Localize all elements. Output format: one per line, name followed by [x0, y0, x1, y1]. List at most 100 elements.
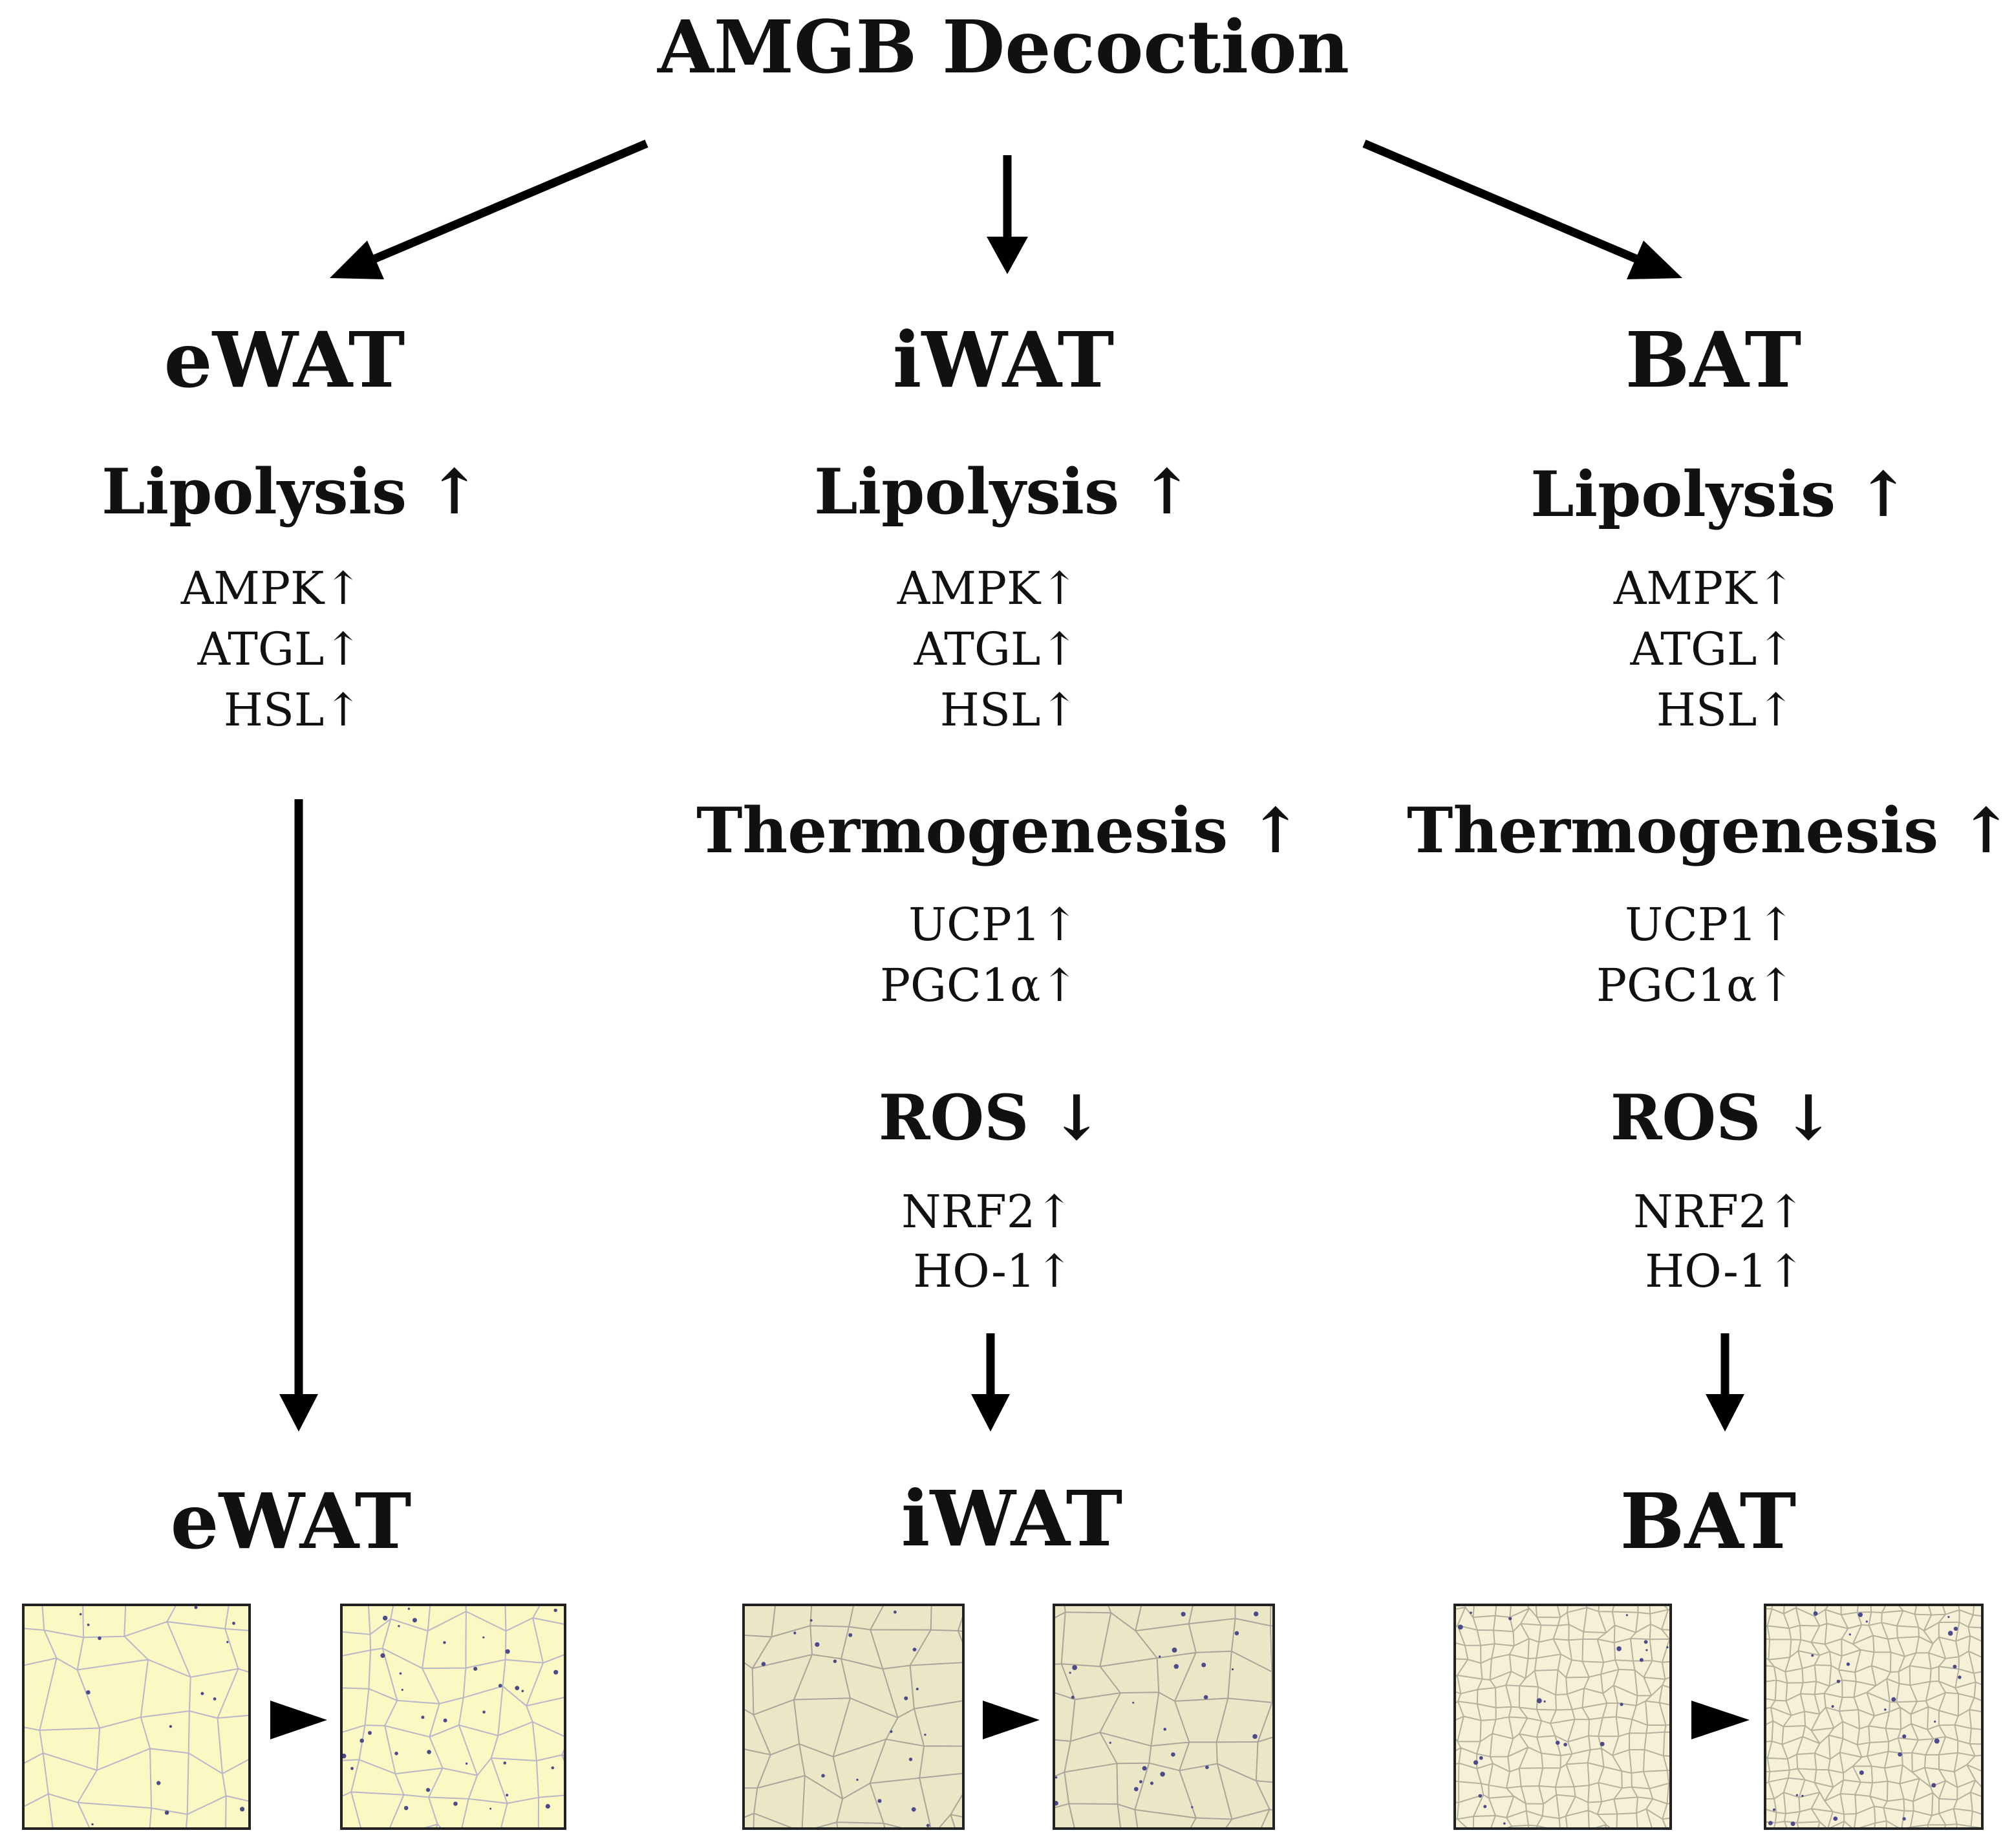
- nucleus-dot: [1173, 1664, 1179, 1669]
- marker-ampk-bat: AMPK↑: [1613, 562, 1795, 615]
- nucleus-dot: [86, 1690, 91, 1695]
- nucleus-dot: [1811, 1654, 1814, 1657]
- nucleus-dot: [473, 1666, 478, 1671]
- nucleus-dot: [213, 1697, 217, 1701]
- nucleus-dot: [916, 1688, 919, 1691]
- nucleus-dot: [515, 1686, 520, 1691]
- nucleus-dot: [924, 1734, 927, 1736]
- nucleus-dot: [1181, 1611, 1186, 1617]
- nucleus-dot: [551, 1766, 555, 1770]
- column-bat: BAT Lipolysis ↑ AMPK↑ ATGL↑ HSL↑ Thermog…: [1407, 315, 2003, 1830]
- nucleus-dot: [465, 1762, 468, 1765]
- nucleus-dot: [1902, 1734, 1907, 1739]
- nucleus-dot: [1109, 1741, 1111, 1744]
- nucleus-dot: [401, 1688, 403, 1691]
- marker-atgl-iwat: ATGL↑: [914, 623, 1078, 676]
- nucleus-dot: [553, 1608, 557, 1613]
- nucleus-dot: [1947, 1631, 1953, 1636]
- nucleus-dot: [1865, 1620, 1868, 1623]
- marker-pgc1a-iwat: PGC1α↑: [880, 959, 1078, 1012]
- nucleus-dot: [908, 1757, 913, 1761]
- cell-membrane-texture: [1455, 1605, 1671, 1829]
- nucleus-dot: [350, 1767, 354, 1770]
- nucleus-dot: [1171, 1752, 1175, 1757]
- nucleus-dot: [407, 1607, 411, 1610]
- nucleus-dot: [1133, 1787, 1139, 1792]
- nucleus-dot: [1470, 1611, 1472, 1614]
- nucleus-dot: [1478, 1794, 1483, 1798]
- nucleus-dot: [1947, 1616, 1950, 1618]
- nucleus-dot: [1813, 1611, 1818, 1616]
- arrow-to-ewat: [330, 140, 648, 279]
- nucleus-dot: [1801, 1794, 1804, 1798]
- nucleus-dot: [1768, 1821, 1773, 1825]
- micrograph-bat-before: [1453, 1604, 1672, 1830]
- nucleus-dot: [1645, 1649, 1648, 1651]
- nucleus-dot: [359, 1738, 364, 1743]
- nucleus-dot: [1858, 1612, 1863, 1617]
- nucleus-dot: [911, 1807, 916, 1812]
- micrograph-iwat-before: [742, 1604, 965, 1830]
- nucleus-dot: [1160, 1772, 1165, 1777]
- marker-ho1-iwat: HO-1↑: [913, 1245, 1073, 1298]
- marker-ucp1-bat: UCP1↑: [1625, 898, 1795, 951]
- nucleus-dot: [482, 1710, 486, 1714]
- tissue-title-iwat: iWAT: [893, 315, 1115, 405]
- nucleus-dot: [1072, 1665, 1077, 1670]
- marker-hsl-ewat: HSL↑: [224, 683, 362, 736]
- nucleus-dot: [1891, 1697, 1896, 1702]
- marker-ampk-iwat: AMPK↑: [897, 562, 1078, 615]
- nucleus-dot: [1234, 1631, 1239, 1636]
- marker-pgc1a-bat: PGC1α↑: [1596, 959, 1795, 1012]
- nucleus-dot: [553, 1670, 559, 1675]
- process-ros-bat: ROS ↓: [1611, 1081, 1835, 1154]
- nucleus-dot: [521, 1690, 524, 1692]
- nucleus-dot: [200, 1692, 204, 1695]
- nucleus-dot: [1150, 1781, 1154, 1785]
- nucleus-dot: [489, 1807, 492, 1810]
- nucleus-dot: [761, 1662, 766, 1666]
- arrow-bat-result: [1706, 1333, 1744, 1432]
- nucleus-dot: [1790, 1821, 1795, 1826]
- nucleus-dot: [226, 1640, 229, 1644]
- nucleus-dot: [505, 1649, 510, 1654]
- marker-atgl-ewat: ATGL↑: [197, 623, 362, 676]
- nucleus-dot: [1773, 1808, 1775, 1811]
- nucleus-dot: [1536, 1698, 1542, 1704]
- nucleus-dot: [1508, 1617, 1512, 1620]
- micrograph-iwat-after: [1053, 1604, 1275, 1830]
- nucleus-dot: [1563, 1743, 1567, 1746]
- nucleus-dot: [1902, 1817, 1906, 1821]
- nucleus-dot: [1252, 1734, 1258, 1739]
- nucleus-dot: [1934, 1738, 1940, 1744]
- nucleus-dot: [926, 1823, 930, 1827]
- nucleus-dot: [380, 1653, 385, 1658]
- nucleus-dot: [1254, 1611, 1259, 1617]
- nucleus-dot: [877, 1799, 882, 1803]
- nucleus-dot: [443, 1718, 447, 1723]
- arrow-to-iwat: [987, 155, 1028, 274]
- nucleus-dot: [1231, 1668, 1234, 1671]
- nucleus-dot: [1848, 1633, 1851, 1636]
- nucleus-dot: [427, 1750, 431, 1754]
- nucleus-dot: [403, 1805, 409, 1810]
- marker-ampk-ewat: AMPK↑: [180, 562, 362, 615]
- nucleus-dot: [412, 1618, 417, 1623]
- marker-hsl-bat: HSL↑: [1656, 683, 1795, 736]
- marker-ucp1-iwat: UCP1↑: [908, 898, 1078, 951]
- process-thermogenesis-iwat: Thermogenesis ↑: [696, 794, 1301, 867]
- nucleus-dot: [1831, 1704, 1834, 1708]
- nucleus-dot: [383, 1615, 388, 1621]
- micrograph-bat-after: [1764, 1604, 1984, 1830]
- arrowhead-iwat-compare: [983, 1701, 1040, 1739]
- arrow-to-bat: [1362, 140, 1682, 279]
- nucleus-dot: [1503, 1822, 1506, 1825]
- nucleus-dot: [793, 1631, 797, 1635]
- nucleus-dot: [848, 1633, 853, 1637]
- nucleus-dot: [1795, 1794, 1799, 1796]
- micrograph-ewat-before: [22, 1604, 251, 1830]
- process-lipolysis-bat: Lipolysis ↑: [1530, 458, 1909, 531]
- nucleus-dot: [498, 1684, 502, 1688]
- tissue-title-bat: BAT: [1625, 315, 1802, 405]
